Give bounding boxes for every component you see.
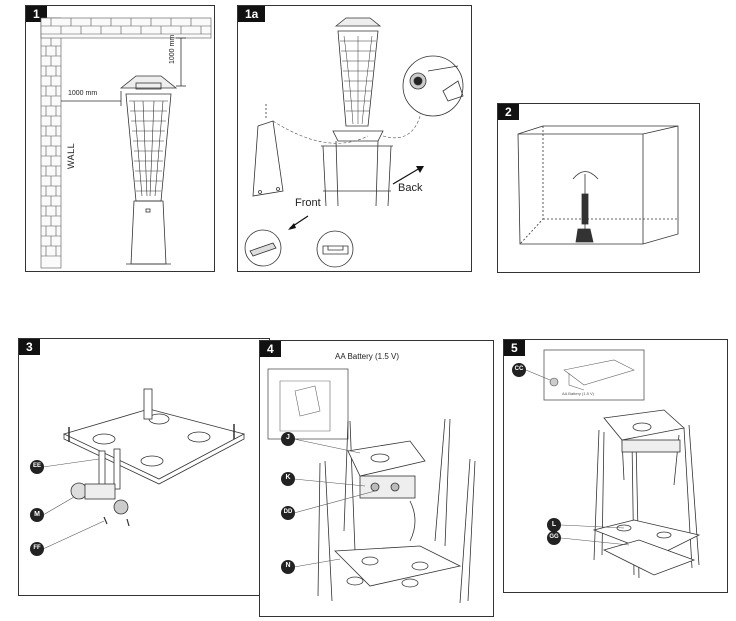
callout-ee xyxy=(30,460,44,474)
detail-knob xyxy=(402,55,464,117)
callout-cc xyxy=(512,363,526,377)
panel-number: 2 xyxy=(498,104,519,120)
callout-cc-label: CC xyxy=(514,366,524,372)
detail-clip-left xyxy=(244,229,282,267)
battery-inset xyxy=(543,349,645,401)
panel-2-illustration xyxy=(517,125,679,245)
side-panel xyxy=(252,104,284,197)
panel-number: 5 xyxy=(504,340,525,356)
callout-gg xyxy=(547,531,561,545)
panel-1: 1 1000 mm 1000 mm WALL xyxy=(25,5,215,272)
callout-gg-label: GG xyxy=(549,534,559,540)
callout-m-label: M xyxy=(34,511,40,518)
panel-3-illustration xyxy=(30,388,246,556)
distance-side-label: 1000 mm xyxy=(68,90,98,97)
detail-clip-right xyxy=(316,230,354,268)
callout-ff-label: FF xyxy=(33,545,41,551)
base-plate xyxy=(62,388,246,485)
leader-lines xyxy=(525,369,630,546)
brick-wall xyxy=(40,17,212,269)
leader-lines xyxy=(293,438,376,568)
panel-1-illustration xyxy=(40,17,212,269)
enclosure xyxy=(517,125,679,245)
heater-frame xyxy=(321,17,393,207)
battery-label-small: AA Battery (1.5 V) xyxy=(562,391,595,396)
panel-4-illustration xyxy=(267,368,476,604)
panel-5-illustration xyxy=(512,349,701,579)
callout-k xyxy=(281,472,295,486)
heater-small xyxy=(572,171,599,243)
frame xyxy=(592,409,701,579)
battery-label: AA Battery (1.5 V) xyxy=(335,352,400,361)
callout-l xyxy=(547,518,561,532)
panel-number: 4 xyxy=(260,341,281,357)
callout-n xyxy=(281,560,295,574)
callout-dd-label: DD xyxy=(283,509,293,515)
callout-ee-label: EE xyxy=(32,463,41,469)
panel-2: 2 xyxy=(497,103,700,273)
callout-l-label: L xyxy=(551,521,557,528)
panel-1a: 1a xyxy=(237,5,472,272)
callout-m xyxy=(30,508,44,522)
panel-number: 1a xyxy=(238,6,266,22)
front-label: Front xyxy=(295,197,321,209)
wall-label: WALL xyxy=(66,142,76,169)
back-label: Back xyxy=(398,182,423,194)
callout-j xyxy=(281,432,295,446)
callout-j-label: J xyxy=(286,434,290,441)
callout-n-label: N xyxy=(285,562,291,569)
panel-1a-illustration xyxy=(244,17,464,268)
panel-3: 3 xyxy=(18,338,270,596)
distance-top-label: 1000 mm xyxy=(169,34,176,64)
frame xyxy=(317,418,476,604)
panel-4: 4 AA Battery (1.5 V) xyxy=(259,340,494,617)
panel-number: 3 xyxy=(19,339,40,355)
patio-heater xyxy=(119,75,178,265)
panel-5: 5 AA Battery (1.5 V) CC L GG xyxy=(503,339,728,593)
battery-inset xyxy=(267,368,349,440)
callout-dd xyxy=(281,506,295,520)
callout-ff xyxy=(30,542,44,556)
regulator-assembly xyxy=(70,448,130,527)
leader-lines xyxy=(42,458,105,550)
callout-k-label: K xyxy=(285,474,291,481)
